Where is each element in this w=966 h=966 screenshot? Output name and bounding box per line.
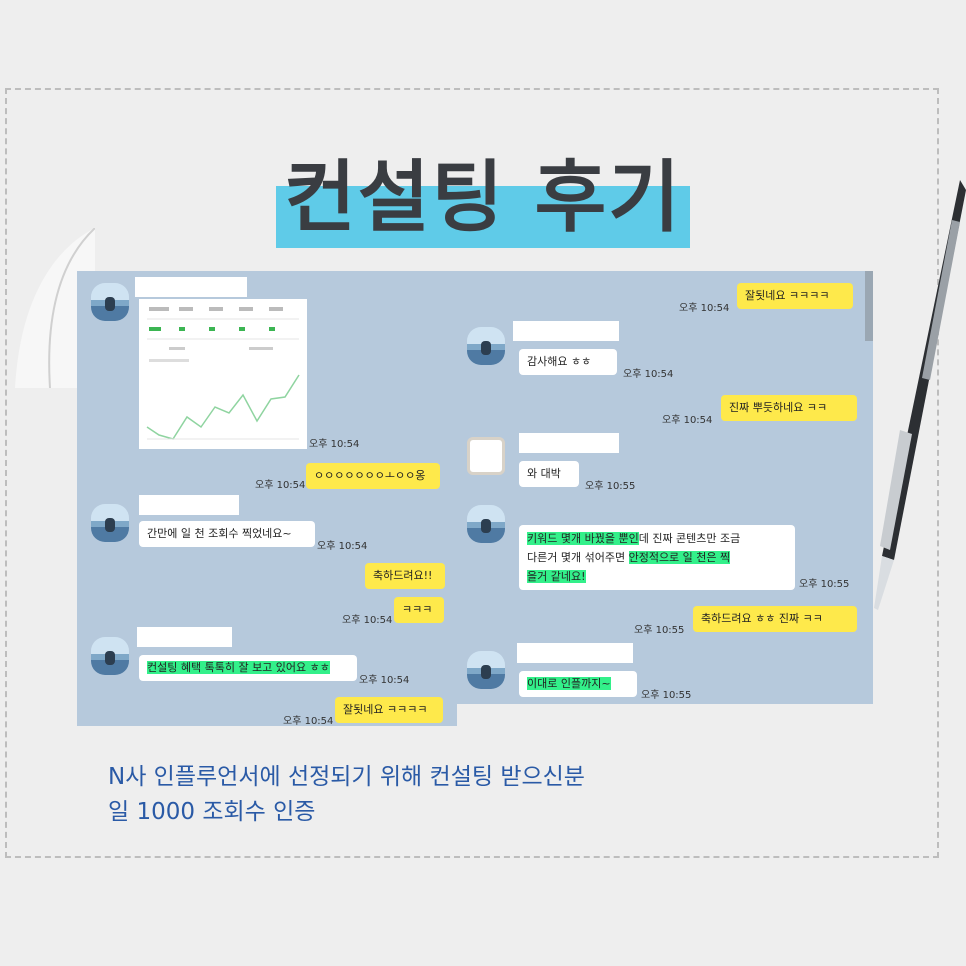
highlighted-text: 이대로 인플까지~ xyxy=(527,677,611,690)
message-text: 다른거 몇개 섞어주면 xyxy=(527,551,629,564)
chat-bubble-mine: ㅇㅇㅇㅇㅇㅇㅇㅗㅇㅇ옹 xyxy=(306,463,440,489)
caption-line: N사 인플루언서에 선정되기 위해 컨설팅 받으신분 xyxy=(108,764,585,790)
page-curl-decoration xyxy=(15,228,95,388)
page-title: 컨설팅 후기 xyxy=(276,150,690,248)
avatar xyxy=(467,651,505,689)
timestamp: 오후 10:55 xyxy=(641,690,692,701)
avatar xyxy=(467,505,505,543)
avatar xyxy=(91,637,129,675)
name-redaction xyxy=(519,433,619,453)
timestamp: 오후 10:55 xyxy=(634,625,685,636)
timestamp: 오후 10:54 xyxy=(255,480,306,491)
highlighted-text: 안정적으로 일 천은 찍 xyxy=(628,551,731,564)
chat-bubble-other: 이대로 인플까지~ xyxy=(519,671,637,697)
chat-bubble-mine: 잘됫네요 ㅋㅋㅋㅋ xyxy=(737,283,853,309)
chat-bubble-mine: 축하드려요 ㅎㅎ 진짜 ㅋㅋ xyxy=(693,606,857,632)
timestamp: 오후 10:54 xyxy=(679,303,730,314)
name-redaction xyxy=(135,277,247,297)
highlighted-text: 컨설팅 혜택 톡톡히 잘 보고 있어요 ㅎㅎ xyxy=(147,661,330,674)
stats-screenshot xyxy=(139,299,307,449)
chat-bubble-other: 간만에 일 천 조회수 찍었네요~ xyxy=(139,521,315,547)
avatar xyxy=(91,504,129,542)
avatar xyxy=(91,283,129,321)
avatar xyxy=(467,437,505,475)
dashed-frame xyxy=(5,88,939,858)
highlighted-text: 을거 같네요! xyxy=(527,570,586,583)
chat-bubble-mine: 진짜 뿌듯하네요 ㅋㅋ xyxy=(721,395,857,421)
timestamp: 오후 10:54 xyxy=(662,415,713,426)
timestamp: 오후 10:54 xyxy=(317,541,368,552)
chat-bubble-mine: ㅋㅋㅋ xyxy=(394,597,444,623)
name-redaction xyxy=(517,643,633,663)
chat-screenshot-right: 오후 10:54 잘됫네요 ㅋㅋㅋㅋ 감사해요 ㅎㅎ 오후 10:54 오후 1… xyxy=(457,271,873,704)
timestamp: 오후 10:54 xyxy=(623,369,674,380)
chat-bubble-mine: 잘됫네요 ㅋㅋㅋㅋ xyxy=(335,697,443,723)
chat-bubble-other: 와 대박 xyxy=(519,461,579,487)
caption: N사 인플루언서에 선정되기 위해 컨설팅 받으신분 일 1000 조회수 인증 xyxy=(108,760,585,830)
timestamp: 오후 10:54 xyxy=(283,716,334,727)
timestamp: 오후 10:55 xyxy=(585,481,636,492)
chat-bubble-other: 키워드 몇개 바꿨을 뿐인데 진짜 콘텐츠만 조금 다른거 몇개 섞어주면 안정… xyxy=(519,525,795,590)
chat-bubble-other: 컨설팅 혜택 톡톡히 잘 보고 있어요 ㅎㅎ xyxy=(139,655,357,681)
timestamp: 오후 10:55 xyxy=(799,579,850,590)
stats-line-graph xyxy=(139,299,307,449)
chat-bubble-other: 감사해요 ㅎㅎ xyxy=(519,349,617,375)
name-redaction xyxy=(137,627,232,647)
title-container: 컨설팅 후기 xyxy=(0,150,966,248)
chat-bubble-mine: 축하드려요!! xyxy=(365,563,445,589)
name-redaction xyxy=(139,495,239,515)
timestamp: 오후 10:54 xyxy=(342,615,393,626)
timestamp: 오후 10:54 xyxy=(359,675,410,686)
name-redaction xyxy=(513,321,619,341)
pen-icon xyxy=(874,180,966,610)
highlighted-text: 키워드 몇개 바꿨을 뿐인 xyxy=(527,532,639,545)
timestamp: 오후 10:54 xyxy=(309,439,360,450)
caption-line: 일 1000 조회수 인증 xyxy=(108,799,316,825)
chat-screenshot-left: 오후 10:54 오후 10:54 ㅇㅇㅇㅇㅇㅇㅇㅗㅇㅇ옹 간만에 일 천 조회… xyxy=(77,271,457,727)
message-text: 데 진짜 콘텐츠만 조금 xyxy=(638,532,741,545)
avatar xyxy=(467,327,505,365)
scrollbar[interactable] xyxy=(865,271,873,341)
